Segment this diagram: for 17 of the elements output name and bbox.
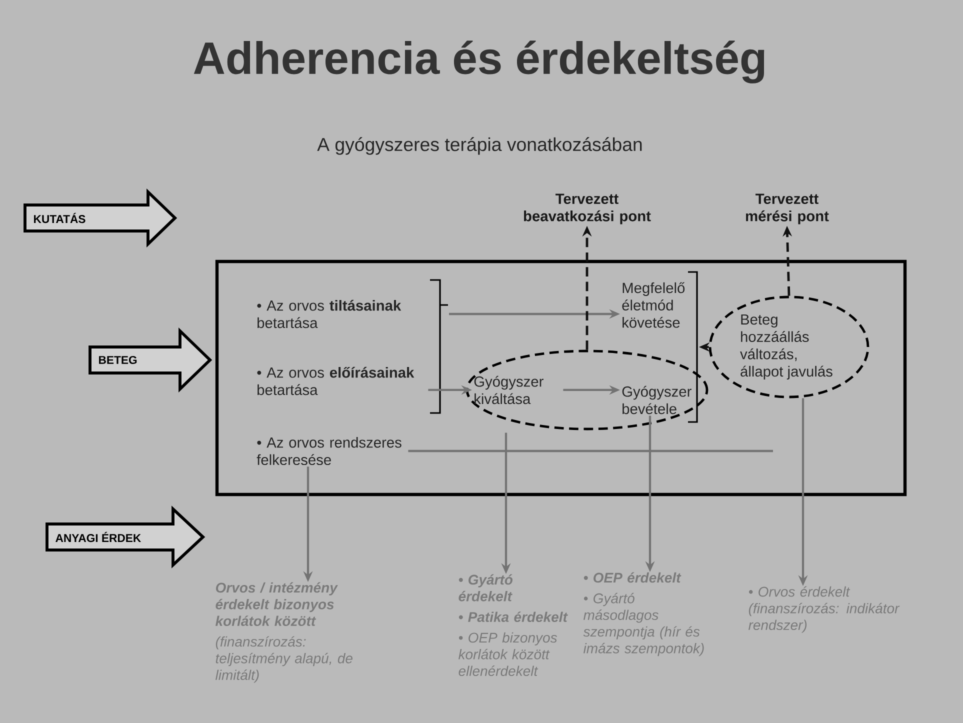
bullet-text: • OEP érdekelt • Gyártó másodlagos szempontja (hír és imázs szempontok) <box>583 572 704 656</box>
heading-text: Tervezett mérési pont <box>746 194 829 224</box>
dashed-ellipse <box>466 350 708 430</box>
heading-text: Tervezett beavatkozási pont <box>524 194 651 224</box>
bullet-text: • Orvos érdekelt (finanszírozás: indikátor rendszer) <box>748 586 900 633</box>
bullet-text: Orvos / intézmény érdekelt bizonyos korlátok között (finanszírozás: teljesítmény alapú, de limitált) <box>216 582 352 683</box>
title: Adherencia és érdekeltség <box>194 40 764 84</box>
item-text: • Az orvos előírásainak betartása <box>257 366 414 396</box>
item-text: Gyógyszer kiváltása <box>474 376 544 404</box>
item-text: • Az orvos rendszeres felkeresése <box>256 436 402 466</box>
item-text: Megfelelő életmód követése <box>622 282 685 328</box>
bullet-text: • Gyártó érdekelt • Patika érdekelt • OEP bizonyos korlátok között ellenérdekelt <box>458 574 568 676</box>
connector-line <box>408 450 773 452</box>
frame-box <box>215 260 907 496</box>
subtitle: A gyógyszeres terápia vonatkozásában <box>317 137 642 155</box>
item-text: Gyógyszer bevétele <box>622 386 692 414</box>
item-text: • Az orvos tiltásainak betartása <box>257 300 402 328</box>
